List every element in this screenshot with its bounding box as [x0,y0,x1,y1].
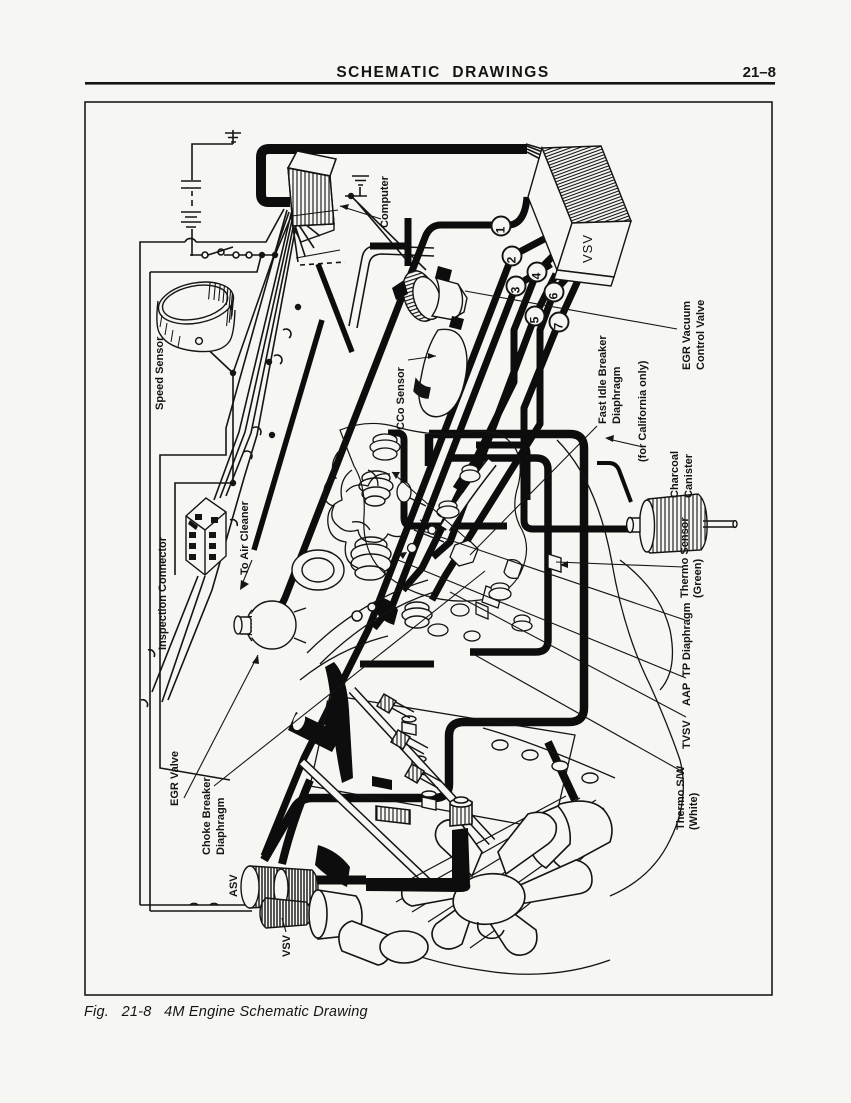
svg-text:AAP: AAP [681,683,693,706]
svg-text:6: 6 [547,292,561,299]
svg-text:Thermo S/W: Thermo S/W [675,765,687,830]
svg-text:EGR Valve: EGR Valve [169,751,181,806]
svg-text:Fig. 21-8 4M Engine Schema: Fig. 21-8 4M Engine Schematic Drawing [84,1004,368,1020]
svg-text:To Air Cleaner: To Air Cleaner [239,500,251,575]
svg-text:Canister: Canister [683,453,695,498]
svg-text:Thermo Sensor: Thermo Sensor [679,517,691,598]
svg-text:(Green): (Green) [692,559,704,598]
svg-text:Computer: Computer [379,175,391,228]
svg-text:Speed Sensor: Speed Sensor [154,336,166,410]
svg-text:ASV: ASV [228,874,240,897]
svg-text:Inspection Connector: Inspection Connector [157,536,169,650]
svg-text:(for California only): (for California only) [637,360,649,462]
svg-text:EGR Vacuum: EGR Vacuum [681,301,693,370]
svg-text:7: 7 [552,322,566,329]
svg-text:TVSV: TVSV [681,720,693,749]
svg-text:3: 3 [509,286,523,293]
svg-text:VSV: VSV [281,934,293,957]
svg-text:Charcoal: Charcoal [669,451,681,498]
svg-text:SCHEMATIC DRAWINGS: SCHEMATIC DRAWINGS [336,64,549,81]
svg-text:21–8: 21–8 [743,64,776,81]
svg-text:2: 2 [505,256,519,263]
svg-text:(White): (White) [688,792,700,830]
svg-text:Choke Breaker: Choke Breaker [201,777,213,855]
svg-text:1: 1 [494,226,508,233]
svg-text:Fast Idle Breaker: Fast Idle Breaker [597,335,609,424]
svg-text:Control Valve: Control Valve [695,300,707,370]
svg-text:VSV: VSV [580,234,595,263]
svg-text:Diaphragm: Diaphragm [215,797,227,855]
svg-text:5: 5 [528,316,542,323]
svg-text:TP Diaphragm: TP Diaphragm [681,602,693,677]
svg-text:CCo Sensor: CCo Sensor [395,366,407,430]
svg-text:Diaphragm: Diaphragm [611,366,623,424]
svg-text:4: 4 [530,272,544,279]
